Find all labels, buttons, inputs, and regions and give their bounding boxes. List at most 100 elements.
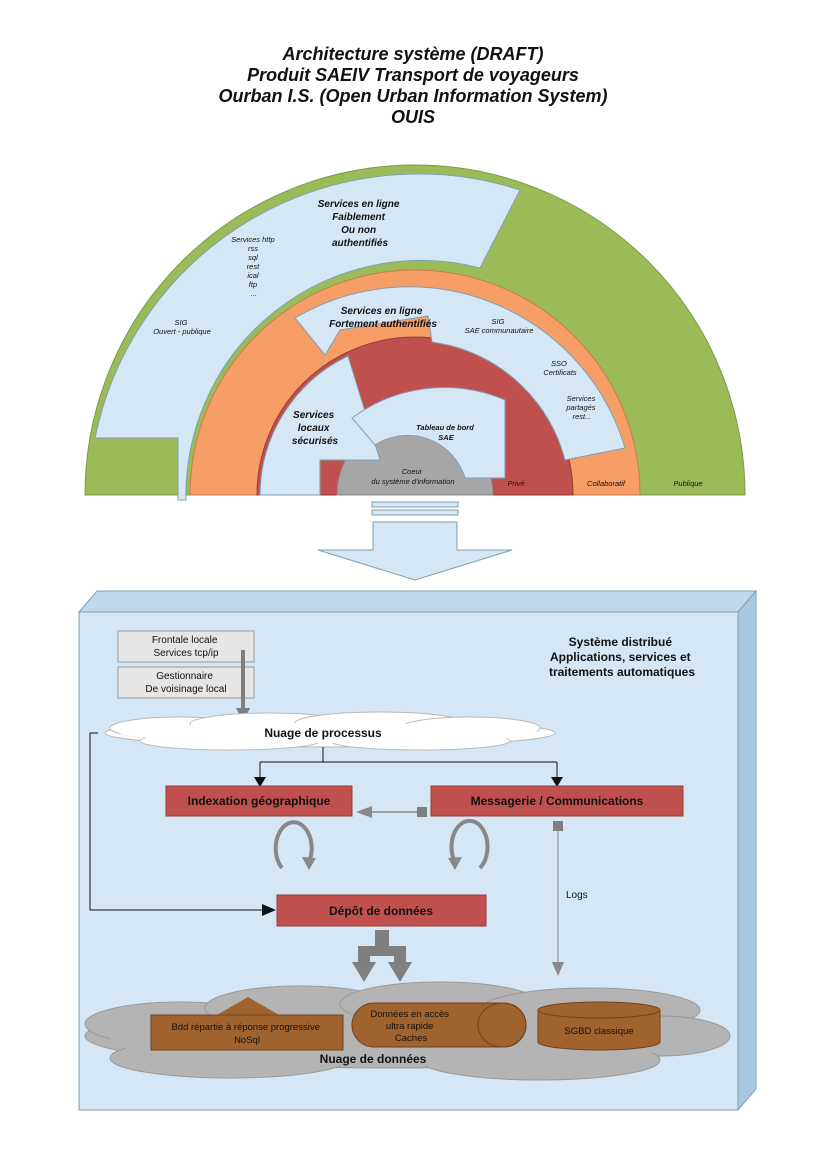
frontale-label-1: Frontale locale	[152, 635, 218, 646]
outer-sig-2: Ouvert - publique	[153, 327, 211, 336]
outer-title-3: Ou non	[341, 225, 376, 236]
depot-label: Dépôt de données	[329, 904, 433, 918]
svg-text:Services locaux sécuri: Services locaux sécurisés	[292, 410, 339, 447]
sgbd-cylinder-top	[537, 1001, 661, 1019]
cache-label-3: Caches	[395, 1033, 427, 1044]
inner-board-1: Tableau de bord	[416, 423, 474, 432]
middle-sig-1: SIG	[491, 317, 504, 326]
svg-text:Services en ligne Faibleme: Services en ligne Faiblement Ou non auth…	[318, 199, 403, 249]
zone-collaboratif-label: Collaboratif	[587, 479, 626, 488]
bdd-label-2: NoSql	[234, 1035, 260, 1046]
system-label-1: Système distribué	[569, 635, 673, 649]
arrow-to-indexation	[254, 777, 266, 787]
middle-sso-2: Certificats	[543, 368, 577, 377]
logs-label: Logs	[566, 890, 588, 901]
cache-label-1: Données en accès	[370, 1009, 449, 1020]
inner-local-2: locaux	[298, 423, 330, 434]
dashboard-panel	[351, 387, 506, 479]
messagerie-box	[430, 785, 684, 817]
connector-bar-2	[371, 509, 459, 516]
frontale-arrow-shaft	[241, 650, 245, 710]
gestionnaire-label-2: De voisinage local	[145, 684, 226, 695]
process-cloud-fill	[120, 723, 540, 743]
arrow-to-messagerie	[551, 777, 563, 787]
messagerie-label: Messagerie / Communications	[471, 794, 644, 808]
inner-local-3: sécurisés	[292, 436, 339, 447]
inner-local-1: Services	[293, 410, 335, 421]
indexation-box	[165, 785, 353, 817]
title-line-3: Ourban I.S. (Open Urban Information Syst…	[218, 86, 608, 106]
diagram-title: Architecture système (DRAFT) Produit SAE…	[0, 44, 826, 128]
inner-board-2: SAE	[438, 433, 454, 442]
core-label-1: Coeur	[402, 467, 423, 476]
outer-list-5: ftp	[249, 280, 257, 289]
connector-bar-1	[371, 501, 459, 508]
bdd-label-1: Bdd répartie à réponse progressive	[171, 1022, 319, 1033]
split-down-arrow-icon	[352, 930, 412, 982]
outer-services-panel	[94, 173, 521, 501]
data-cloud-label: Nuage de données	[320, 1052, 427, 1066]
outer-title-4: authentifiés	[332, 238, 389, 249]
indexation-label: Indexation géographique	[188, 794, 331, 808]
cache-label-2: ultra rapide	[386, 1021, 434, 1032]
zone-prive-label: Privé	[507, 479, 524, 488]
svg-text:Frontale locale Services t: Frontale locale Services tcp/ip	[152, 635, 220, 659]
system-label-2: Applications, services et	[550, 650, 691, 664]
title-line-2: Produit SAEIV Transport de voyageurs	[247, 65, 579, 85]
title-line-1: Architecture système (DRAFT)	[282, 44, 544, 64]
svg-text:Données en accès ultra rap: Données en accès ultra rapide Caches	[370, 1009, 451, 1044]
outer-list-2: sql	[248, 253, 258, 262]
svg-text:Coeur du système d'informa: Coeur du système d'information	[371, 467, 454, 486]
outer-list-6: ...	[251, 289, 257, 298]
outer-list-3: rest	[247, 262, 260, 271]
logs-arrow-head	[552, 962, 564, 976]
svg-text:Bdd répartie à réponse progres: Bdd répartie à réponse progressive NoSql	[171, 1022, 322, 1046]
svg-text:Tableau de bord SAE: Tableau de bord SAE	[416, 423, 476, 442]
outer-list-4: ical	[247, 271, 259, 280]
svg-text:Services partagés rest: Services partagés rest...	[565, 394, 597, 421]
loop-arrow-right-head	[448, 857, 462, 870]
svg-text:Services http rss sql: Services http rss sql rest ical ftp ...	[231, 235, 276, 298]
panel-top-face	[77, 590, 758, 613]
logs-connector-square	[553, 821, 563, 831]
process-cloud-label: Nuage de processus	[264, 726, 382, 740]
middle-title-1: Services en ligne	[341, 306, 423, 317]
frontale-box	[117, 630, 255, 663]
messagerie-connector-square	[417, 807, 427, 817]
frontale-label-2: Services tcp/ip	[153, 648, 218, 659]
middle-services-panel	[294, 286, 626, 461]
gestionnaire-box	[117, 666, 255, 699]
cache-pill-end	[477, 1002, 527, 1048]
panel-side-face	[737, 589, 757, 1112]
middle-sso-1: SSO	[551, 359, 567, 368]
middle-shared-3: rest...	[573, 412, 592, 421]
middle-sig-2: SAE communautaire	[465, 326, 534, 335]
local-services-panel	[259, 355, 381, 496]
split-connector	[259, 747, 558, 782]
svg-text:SSO Certificats: SSO Certificats	[543, 359, 577, 377]
arrow-to-depot	[262, 904, 276, 916]
middle-shared-1: Services	[567, 394, 596, 403]
svg-text:SIG Ouvert - publique: SIG Ouvert - publique	[153, 318, 211, 336]
middle-title-2: Fortement authentifiés	[329, 319, 437, 330]
title-line-4: OUIS	[390, 107, 435, 127]
bdd-up-arrow-icon	[215, 997, 281, 1016]
loop-arrow-right	[449, 818, 490, 870]
outer-title-1: Services en ligne	[318, 199, 400, 210]
middle-shared-2: partagés	[565, 403, 595, 412]
side-connector	[89, 732, 262, 911]
loop-arrow-left	[273, 820, 314, 870]
system-label-3: traitements automatiques	[549, 665, 695, 679]
svg-text:Services en ligne Fortemen: Services en ligne Fortement authentifiés	[329, 306, 437, 330]
svg-text:Système distribué Applicat: Système distribué Applications, services…	[549, 635, 695, 679]
arrow-to-indexation-grey	[356, 806, 372, 818]
outer-list-0: Services http	[231, 235, 274, 244]
gestionnaire-label-1: Gestionnaire	[156, 671, 213, 682]
svg-text:SIG SAE communautaire: SIG SAE communautaire	[465, 317, 534, 335]
outer-list-1: rss	[248, 244, 258, 253]
outer-title-2: Faiblement	[332, 212, 385, 223]
down-arrow-icon	[317, 521, 513, 581]
depot-box	[276, 894, 487, 927]
core-label-2: du système d'information	[371, 477, 454, 486]
